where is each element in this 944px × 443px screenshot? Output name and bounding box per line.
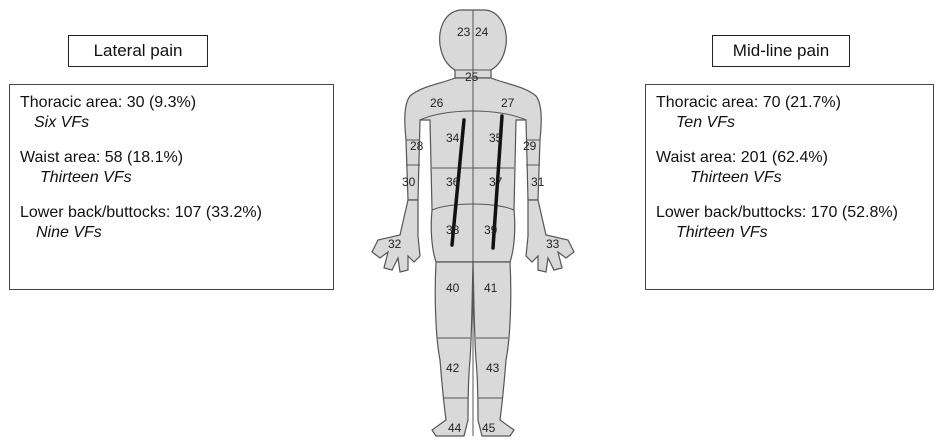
lateral-thoracic-area: Thoracic area: 30 (9.3%) Six VFs [20, 93, 323, 133]
vf-count: Thirteen VFs [20, 168, 323, 188]
body-map-figure: 23 24 25 26 27 28 29 30 31 32 33 34 35 3… [360, 0, 590, 443]
zone-38: 38 [446, 223, 460, 237]
zone-35: 35 [489, 131, 503, 145]
zone-31: 31 [531, 175, 545, 189]
area-label: Waist area: 58 (18.1%) [20, 148, 323, 168]
zone-37: 37 [489, 175, 503, 189]
zone-36: 36 [446, 175, 460, 189]
zone-30: 30 [402, 175, 416, 189]
lateral-pain-box: Thoracic area: 30 (9.3%) Six VFs Waist a… [9, 84, 334, 290]
midline-waist-area: Waist area: 201 (62.4%) Thirteen VFs [656, 148, 923, 188]
area-label: Lower back/buttocks: 170 (52.8%) [656, 203, 923, 223]
area-label: Thoracic area: 70 (21.7%) [656, 93, 923, 113]
zone-40: 40 [446, 281, 460, 295]
area-label: Lower back/buttocks: 107 (33.2%) [20, 203, 323, 223]
zone-33: 33 [546, 237, 560, 251]
vf-count: Thirteen VFs [656, 168, 923, 188]
zone-28: 28 [410, 139, 424, 153]
vf-count: Thirteen VFs [656, 223, 923, 243]
zone-42: 42 [446, 361, 460, 375]
zone-45: 45 [482, 421, 496, 435]
vf-count: Six VFs [20, 113, 323, 133]
zone-23: 23 [457, 25, 471, 39]
area-label: Waist area: 201 (62.4%) [656, 148, 923, 168]
vf-count: Ten VFs [656, 113, 923, 133]
zone-41: 41 [484, 281, 498, 295]
lateral-lower-back-area: Lower back/buttocks: 107 (33.2%) Nine VF… [20, 203, 323, 243]
vf-count: Nine VFs [20, 223, 323, 243]
zone-24: 24 [475, 25, 489, 39]
zone-29: 29 [523, 139, 537, 153]
zone-25: 25 [465, 70, 479, 84]
midline-lower-back-area: Lower back/buttocks: 170 (52.8%) Thirtee… [656, 203, 923, 243]
midline-thoracic-area: Thoracic area: 70 (21.7%) Ten VFs [656, 93, 923, 133]
zone-43: 43 [486, 361, 500, 375]
zone-34: 34 [446, 131, 460, 145]
zone-32: 32 [388, 237, 402, 251]
zone-27: 27 [501, 96, 515, 110]
zone-39: 39 [484, 223, 498, 237]
zone-44: 44 [448, 421, 462, 435]
midline-pain-title: Mid-line pain [712, 35, 850, 67]
right-arm-shape [526, 200, 574, 272]
zone-26: 26 [430, 96, 444, 110]
area-label: Thoracic area: 30 (9.3%) [20, 93, 323, 113]
left-arm-shape [372, 200, 420, 272]
lateral-waist-area: Waist area: 58 (18.1%) Thirteen VFs [20, 148, 323, 188]
lateral-pain-title: Lateral pain [68, 35, 208, 67]
midline-pain-box: Thoracic area: 70 (21.7%) Ten VFs Waist … [645, 84, 934, 290]
